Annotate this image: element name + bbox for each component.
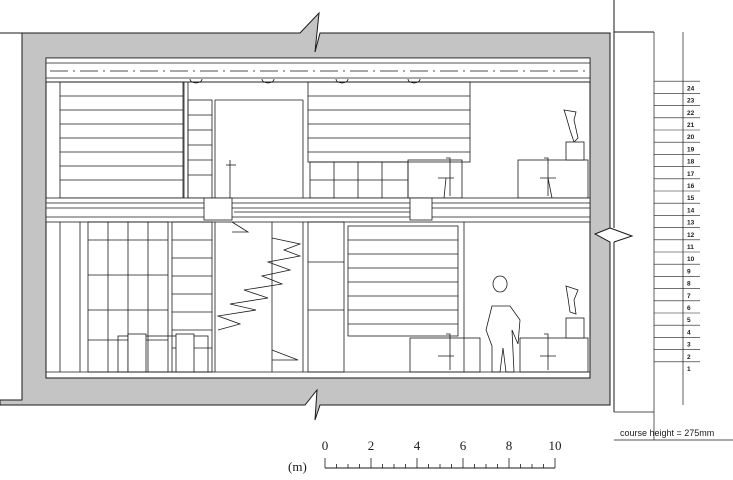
course-label: 4 <box>687 329 691 336</box>
course-label: 1 <box>687 366 691 373</box>
scale-tick-label: 10 <box>549 438 562 453</box>
course-label: 14 <box>687 207 695 214</box>
course-label: 9 <box>687 268 691 275</box>
scale-tick-label: 0 <box>322 438 329 453</box>
course-label: 8 <box>687 281 691 288</box>
course-label: 12 <box>687 232 695 239</box>
course-label: 21 <box>687 122 695 129</box>
course-label: 19 <box>687 146 695 153</box>
course-label: 15 <box>687 195 695 202</box>
course-label: 3 <box>687 342 691 349</box>
course-label: 20 <box>687 134 695 141</box>
scale-tick-label: 8 <box>506 438 513 453</box>
course-label: 6 <box>687 305 691 312</box>
course-label: 7 <box>687 293 691 300</box>
course-label: 24 <box>687 85 695 92</box>
scale-bar: (m) 0 2 4 6 8 10 <box>288 438 562 474</box>
course-label: 16 <box>687 183 695 190</box>
scale-tick-label: 6 <box>460 438 467 453</box>
course-label: 22 <box>687 110 695 117</box>
course-label: 11 <box>687 244 694 251</box>
course-label: 17 <box>687 171 695 178</box>
course-label: 18 <box>687 159 695 166</box>
course-lines <box>654 80 700 363</box>
course-label: 10 <box>687 256 695 263</box>
course-label: 13 <box>687 220 695 227</box>
scale-tick-label: 2 <box>368 438 375 453</box>
course-gauge <box>614 32 733 441</box>
course-height-note: course height = 275mm <box>620 428 714 438</box>
scale-bar-graphic: 0 2 4 6 8 10 <box>322 438 562 469</box>
course-label: 2 <box>687 354 691 361</box>
scale-tick-label: 4 <box>414 438 421 453</box>
course-label: 23 <box>687 98 695 105</box>
course-label: 5 <box>687 317 691 324</box>
interior <box>45 57 591 373</box>
scale-unit-label: (m) <box>288 459 307 474</box>
